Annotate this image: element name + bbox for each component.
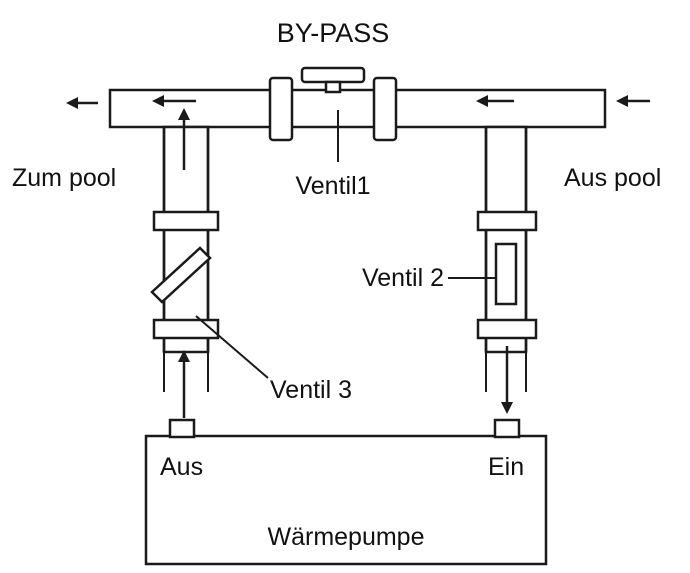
flange-left — [268, 76, 294, 142]
ventil2-label: Ventil 2 — [362, 264, 444, 292]
flange-left-pipe-top — [152, 210, 220, 232]
right-vertical-pipe — [484, 125, 528, 392]
ein-label: Ein — [488, 453, 524, 481]
bypass-label: BY-PASS — [277, 18, 390, 48]
arrow-outlet-up-icon — [178, 350, 190, 418]
ventil1-handle — [300, 66, 366, 94]
aus-label: Aus — [160, 453, 203, 481]
ventil2-valve — [494, 242, 518, 306]
arrow-pipe-right-icon — [476, 95, 514, 107]
leader-ventil3 — [195, 315, 269, 379]
inlet-stub — [493, 418, 521, 439]
ventil3-label: Ventil 3 — [270, 376, 352, 404]
heat-pump-box — [144, 434, 548, 566]
flange-right-pipe-bottom — [476, 318, 538, 340]
flange-right-pipe-top — [476, 210, 538, 232]
main-horizontal-pipe — [108, 88, 607, 129]
flange-right — [372, 76, 398, 142]
flange-left-pipe-bottom — [152, 318, 220, 340]
left-vertical-pipe — [162, 125, 210, 392]
zum-pool-label: Zum pool — [12, 164, 116, 192]
arrow-left-outflow-icon — [66, 97, 98, 109]
outlet-stub — [168, 418, 196, 439]
arrow-pipe-left-icon — [152, 95, 196, 107]
aus-pool-label: Aus pool — [564, 164, 661, 192]
ventil1-label: Ventil1 — [295, 172, 370, 200]
heat-pump-label: Wärmepumpe — [268, 523, 425, 551]
arrow-inlet-down-icon — [501, 346, 513, 414]
arrow-left-pipe-up-icon — [178, 108, 190, 170]
arrow-right-inflow-icon — [616, 95, 650, 107]
ventil3-valve — [150, 246, 212, 304]
